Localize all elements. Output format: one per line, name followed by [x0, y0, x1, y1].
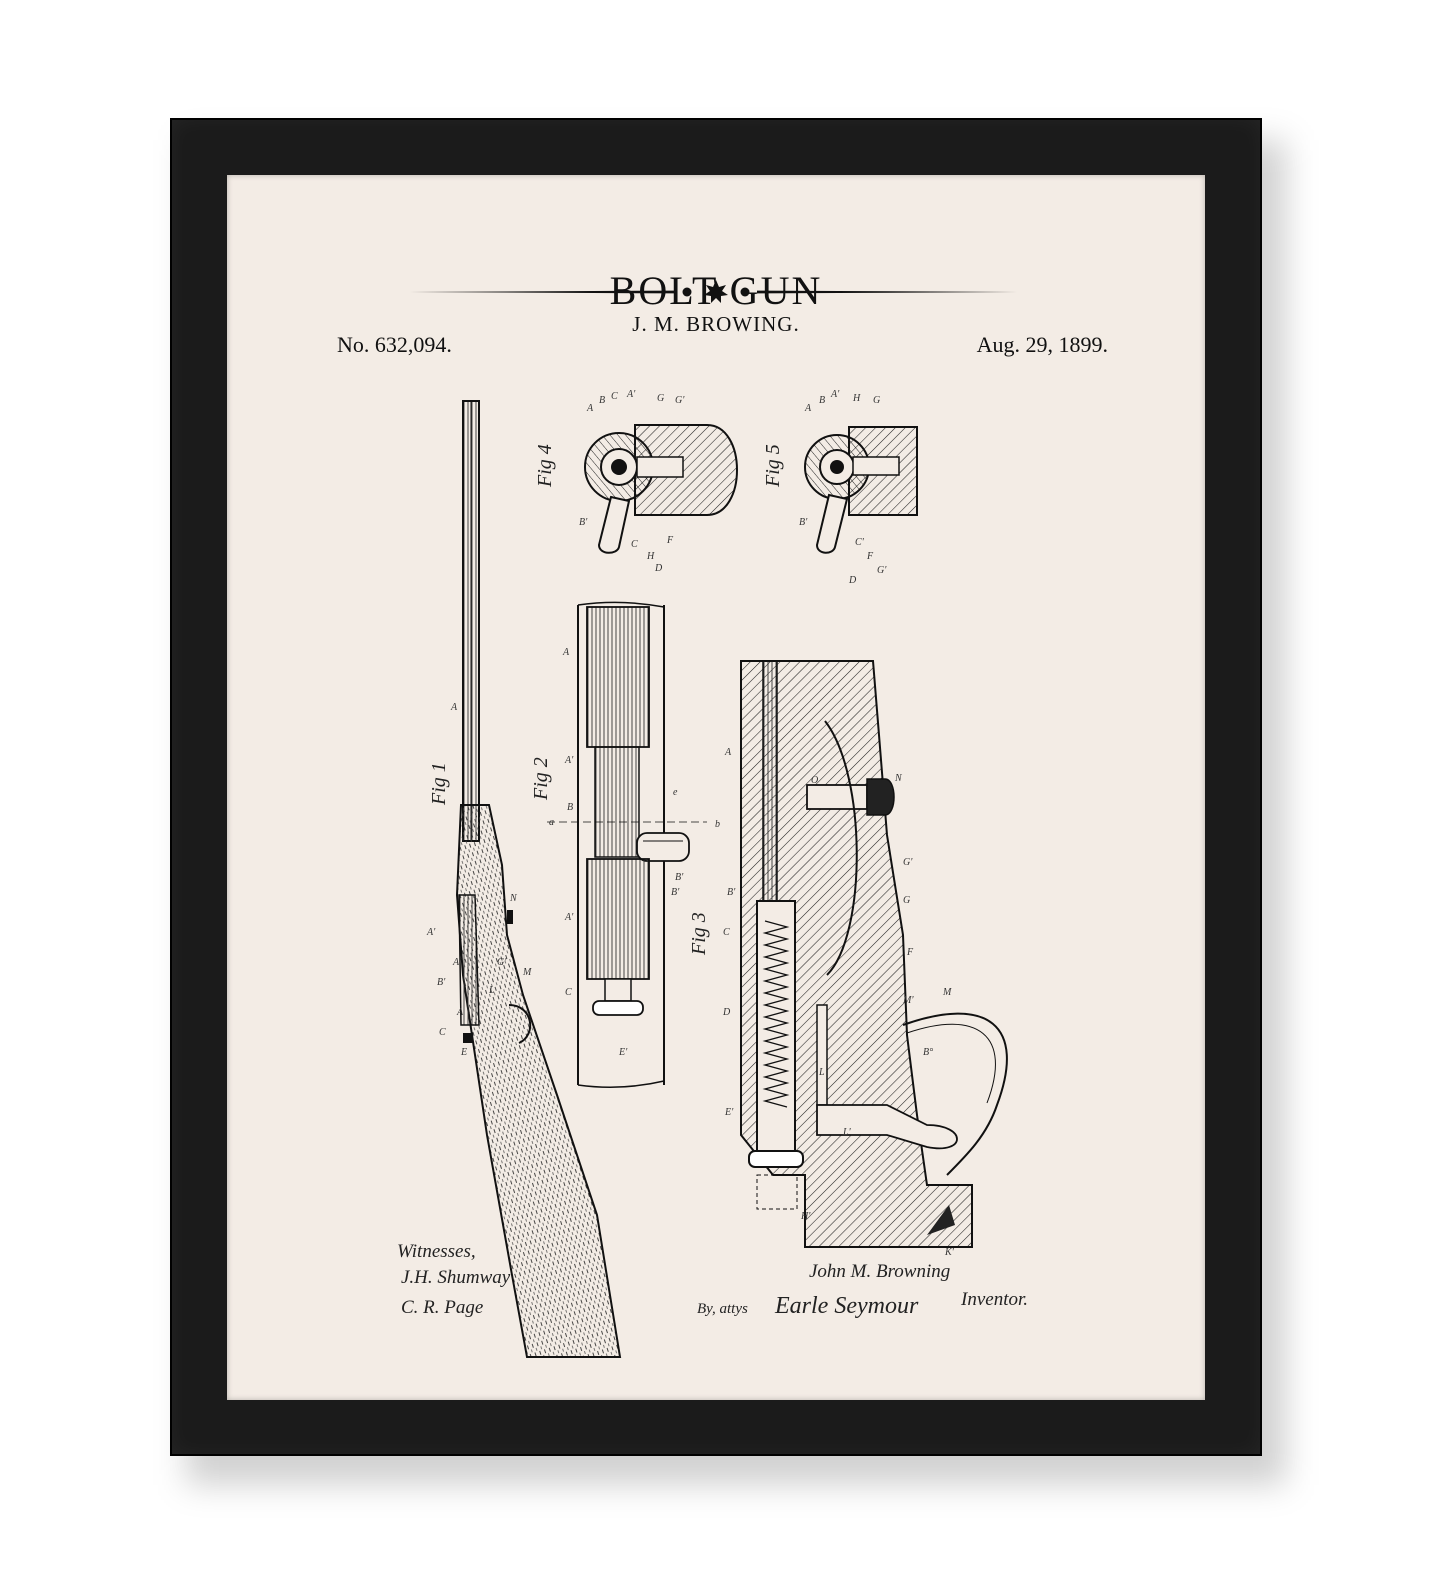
svg-text:G: G — [873, 395, 880, 406]
svg-text:C: C — [631, 539, 638, 550]
fig2-part-letters: A A' B a b e B' B' A' C E' — [549, 647, 720, 1058]
svg-text:B': B' — [579, 517, 588, 528]
fig1-part-letters: AB'A' CAL MNG' A'E — [426, 702, 532, 1058]
svg-text:C: C — [723, 927, 730, 938]
svg-text:A: A — [562, 647, 570, 658]
svg-text:F: F — [666, 535, 674, 546]
svg-text:C: C — [565, 987, 572, 998]
fig1-rifle-drawing — [455, 400, 622, 1358]
svg-text:B': B' — [675, 872, 684, 883]
svg-text:K': K' — [944, 1247, 955, 1258]
fig5-label: Fig 5 — [762, 444, 784, 488]
picture-frame: BOLT GUN J. M. BROWING. No. 632,094. Aug… — [170, 118, 1262, 1456]
svg-text:D: D — [722, 1007, 731, 1018]
inventor-name: J. M. BROWING. — [632, 312, 800, 336]
svg-text:D: D — [848, 575, 857, 586]
svg-text:L': L' — [842, 1127, 852, 1138]
fig3-part-letters: A O N G' G F M' M B° L H' B' C D E' K' L' — [722, 747, 955, 1258]
svg-text:G: G — [903, 895, 910, 906]
fig2-bolt-drawing — [547, 601, 707, 1088]
svg-text:A: A — [804, 403, 812, 414]
patent-number: No. 632,094. — [337, 332, 452, 357]
svg-text:B: B — [599, 395, 605, 406]
witness-signature-2: C. R. Page — [401, 1297, 483, 1318]
svg-text:e: e — [673, 787, 678, 798]
fig1-label: Fig 1 — [428, 762, 450, 806]
fig5-section-drawing — [804, 426, 918, 554]
poster-print: BOLT GUN J. M. BROWING. No. 632,094. Aug… — [227, 175, 1205, 1400]
fig5-part-letters: AB A' H G B' C'FG' D — [799, 389, 887, 586]
svg-text:F: F — [906, 947, 914, 958]
svg-text:b: b — [715, 819, 720, 830]
svg-text:C: C — [611, 391, 618, 402]
svg-text:L: L — [818, 1067, 825, 1078]
fig2-label: Fig 2 — [530, 757, 552, 801]
fig3-label: Fig 3 — [688, 912, 710, 956]
attorney-signature: Earle Seymour — [774, 1293, 919, 1319]
patent-drawing: Fig 1 AB'A' CAL MNG' A'E — [397, 389, 1028, 1358]
svg-text:E': E' — [618, 1047, 628, 1058]
svg-text:N: N — [894, 773, 903, 784]
svg-text:O: O — [811, 775, 818, 786]
svg-text:G': G' — [675, 395, 685, 406]
svg-text:A': A' — [626, 389, 636, 400]
svg-text:G: G — [657, 393, 664, 404]
svg-text:B': B' — [437, 977, 446, 988]
title-divider-ornament — [410, 280, 1022, 303]
svg-text:M': M' — [902, 995, 914, 1006]
svg-text:A': A' — [830, 389, 840, 400]
fig3-receiver-drawing — [740, 660, 1008, 1248]
svg-text:B': B' — [671, 887, 680, 898]
svg-text:N: N — [509, 893, 518, 904]
svg-text:B: B — [567, 802, 573, 813]
attorney-prefix: By, attys — [697, 1301, 748, 1317]
witness-signature-1: J.H. Shumway — [401, 1267, 511, 1288]
svg-text:F: F — [866, 551, 874, 562]
fig4-label: Fig 4 — [534, 444, 556, 488]
svg-text:A': A' — [426, 927, 436, 938]
svg-text:L: L — [488, 985, 495, 996]
svg-text:G': G' — [877, 565, 887, 576]
svg-text:A: A — [456, 1007, 464, 1018]
svg-text:A': A' — [452, 957, 462, 968]
svg-text:A': A' — [564, 912, 574, 923]
svg-text:A: A — [586, 403, 594, 414]
inventor-signature: John M. Browning — [809, 1261, 950, 1282]
svg-text:B': B' — [799, 517, 808, 528]
svg-text:E: E — [460, 1047, 467, 1058]
svg-text:H: H — [646, 551, 655, 562]
svg-text:C': C' — [855, 537, 865, 548]
patent-date: Aug. 29, 1899. — [976, 332, 1108, 357]
svg-text:A': A' — [564, 755, 574, 766]
witnesses-label: Witnesses, — [397, 1241, 476, 1262]
svg-text:A: A — [724, 747, 732, 758]
svg-text:G': G' — [497, 957, 507, 968]
svg-text:B': B' — [727, 887, 736, 898]
svg-text:D: D — [654, 563, 663, 574]
svg-text:H: H — [852, 393, 861, 404]
svg-text:G': G' — [903, 857, 913, 868]
svg-text:M: M — [942, 987, 952, 998]
svg-text:C: C — [439, 1027, 446, 1038]
svg-text:a: a — [549, 817, 554, 828]
svg-text:A: A — [450, 702, 458, 713]
svg-text:M: M — [522, 967, 532, 978]
svg-text:H': H' — [800, 1211, 811, 1222]
svg-text:B: B — [819, 395, 825, 406]
inventor-label: Inventor. — [960, 1289, 1028, 1310]
fig4-section-drawing — [584, 424, 738, 554]
svg-text:B°: B° — [923, 1047, 933, 1058]
svg-text:E': E' — [724, 1107, 734, 1118]
